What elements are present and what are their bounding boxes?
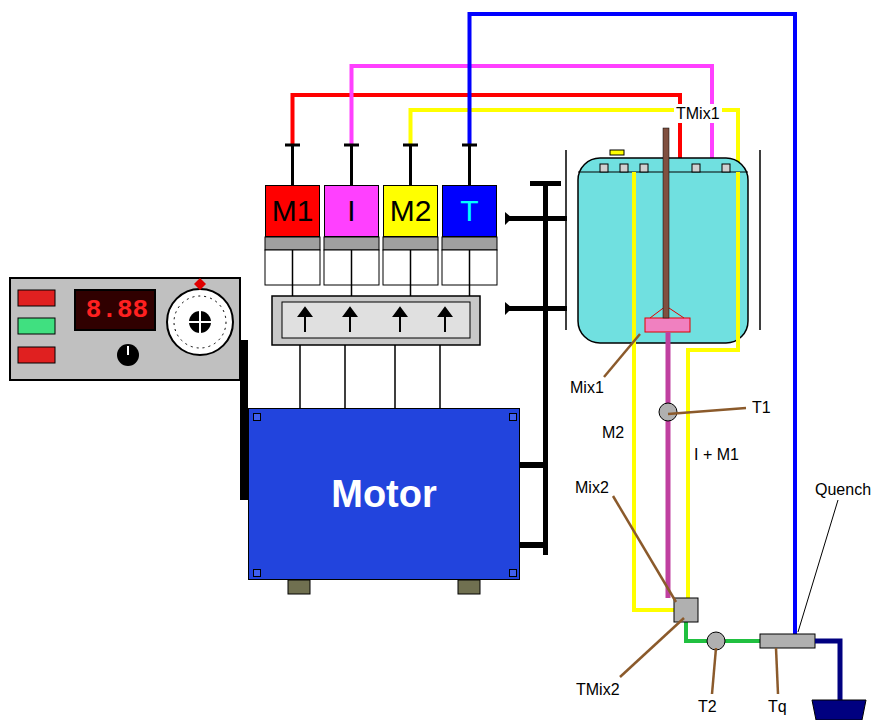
tube-i (352, 66, 713, 172)
control-panel (10, 278, 240, 380)
dial-mark (186, 308, 214, 336)
indicator-light (18, 290, 55, 306)
motor-bracket (520, 542, 545, 548)
tube-label: M2 (600, 423, 626, 442)
mixer-2 (674, 598, 698, 622)
valve-label: T1 (750, 398, 773, 417)
knob-mark (127, 346, 129, 355)
screw (509, 413, 517, 421)
screw (253, 569, 261, 577)
motor-bracket (520, 462, 545, 468)
motor-foot (458, 580, 480, 594)
knob (117, 344, 139, 366)
node-label: M2 (390, 196, 432, 226)
syringe-barrel: M2 (383, 185, 438, 237)
screw (509, 569, 517, 577)
dial-ticks (174, 296, 226, 348)
tube-m2-right (688, 172, 738, 598)
quench-leader (798, 500, 838, 632)
support-rail (543, 183, 548, 555)
thermocouple-label: TMix2 (574, 680, 622, 699)
lid-plug (610, 150, 624, 155)
quench-label: Quench (813, 480, 873, 499)
rail-cap (530, 181, 561, 186)
panel-cable (240, 340, 248, 500)
tube-label: I + M1 (692, 445, 741, 464)
syringe-barrel: M1 (265, 185, 320, 237)
node-label: T (460, 196, 478, 226)
motor-foot (288, 580, 310, 594)
screw (253, 413, 261, 421)
thermocouple-label: Tq (766, 697, 789, 716)
valve-t1 (659, 403, 677, 421)
thermocouple-rod (663, 128, 669, 318)
valve-label: T2 (696, 697, 719, 716)
thermocouple-label: TMix1 (674, 104, 722, 123)
plungers (285, 145, 477, 185)
collection-beaker (812, 700, 866, 720)
mixer-label: Mix2 (573, 478, 611, 497)
push-arrows (299, 308, 451, 332)
node-label: I (347, 196, 355, 226)
pusher-block (272, 296, 480, 345)
dial-pointer (194, 278, 206, 290)
leader-lines (604, 334, 778, 694)
node-label: Motor (331, 475, 437, 513)
display-reading: 8.88 (75, 295, 159, 325)
motor-box: Motor (248, 408, 520, 580)
clamp-arm (505, 306, 567, 311)
syringe-barrel: T (442, 185, 497, 237)
syringe-barrel: I (324, 185, 379, 237)
tube-i-m1 (666, 332, 671, 598)
drive-rods (300, 345, 440, 408)
clamp-end (505, 212, 512, 315)
clamp-arm (505, 216, 567, 221)
outlet-tube (815, 641, 840, 702)
syringe-pistons (265, 237, 497, 296)
node-label: M1 (272, 196, 314, 226)
pusher-inner (282, 302, 470, 338)
dial (167, 289, 233, 355)
indicator-light (18, 318, 55, 334)
valve-t2 (707, 632, 725, 650)
mixing-chamber (645, 318, 690, 332)
mixer-label: Mix1 (568, 378, 606, 397)
quench-mixer (760, 634, 815, 648)
indicator-light (18, 347, 55, 363)
